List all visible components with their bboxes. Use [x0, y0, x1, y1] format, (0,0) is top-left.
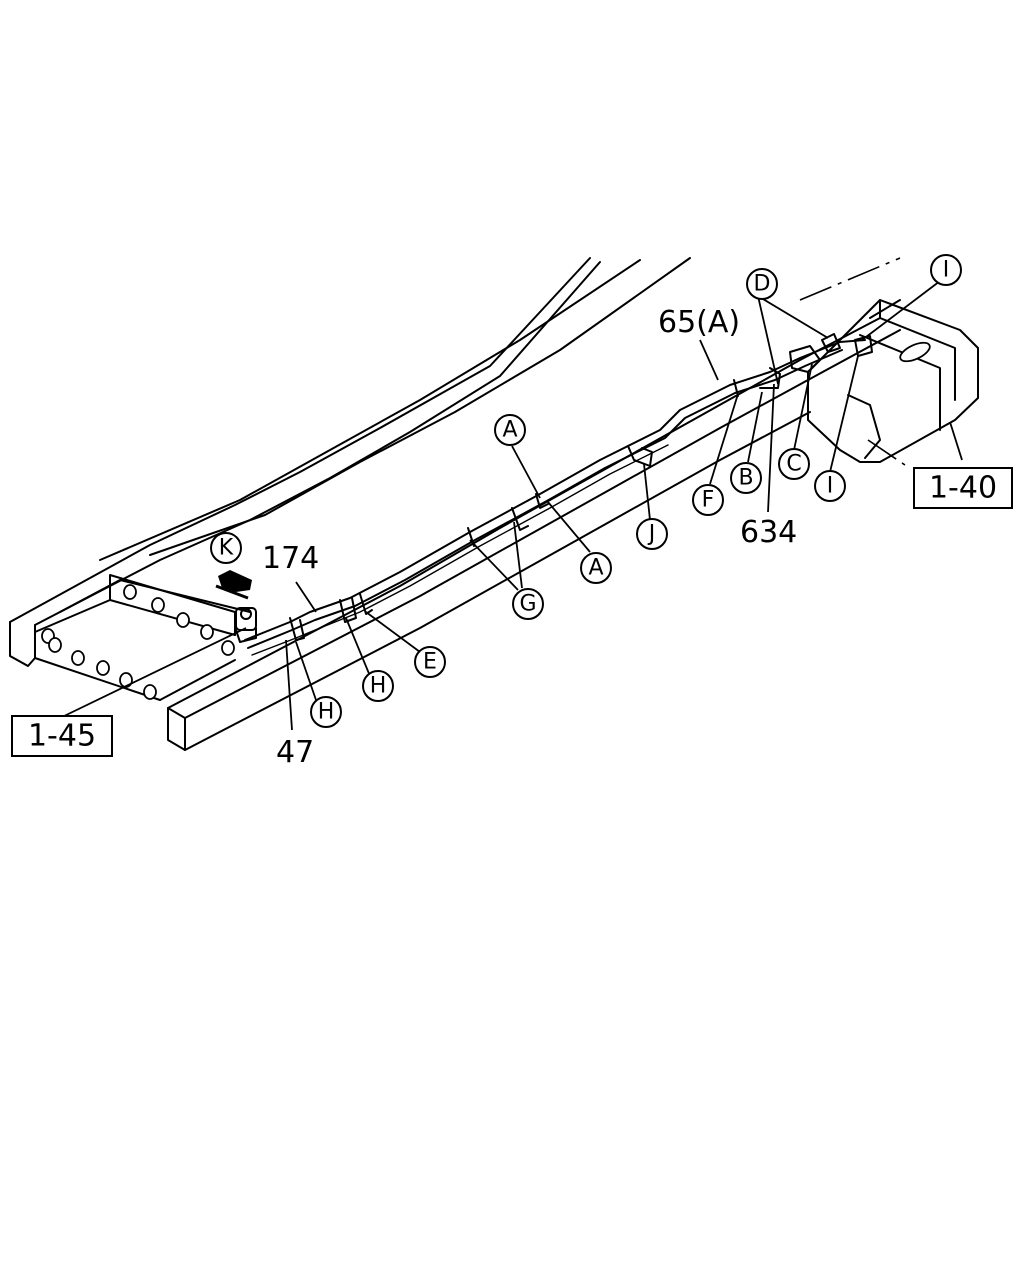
callout-h-left-label: H: [318, 700, 335, 725]
callout-g: G: [512, 588, 544, 620]
reference-1-40-label: 1-40: [929, 471, 997, 506]
part-number-174: 174: [262, 541, 319, 576]
callout-d-label: D: [754, 272, 771, 297]
callout-i-top: I: [930, 254, 962, 286]
part-number-47: 47: [276, 735, 314, 770]
callout-a-top: A: [494, 414, 526, 446]
callout-c: C: [778, 448, 810, 480]
callout-a-bottom-label: A: [588, 556, 603, 581]
callout-h-left: H: [310, 696, 342, 728]
callout-j-label: J: [647, 522, 656, 547]
reference-box-1-40: 1-40: [913, 467, 1013, 509]
callout-h-mid: H: [362, 670, 394, 702]
callout-d: D: [746, 268, 778, 300]
callout-i-top-label: I: [943, 258, 950, 283]
part-number-65a: 65(A): [658, 305, 740, 340]
callout-j: J: [636, 518, 668, 550]
callout-e: E: [414, 646, 446, 678]
callout-a-bottom: A: [580, 552, 612, 584]
part-number-634: 634: [740, 515, 797, 550]
callout-a-top-label: A: [502, 418, 517, 443]
callout-h-mid-label: H: [370, 674, 387, 699]
callout-i-bottom-label: I: [827, 474, 834, 499]
arrow-k: [215, 570, 252, 600]
chassis-frame: [9, 257, 906, 751]
callout-b: B: [730, 462, 762, 494]
callout-f: F: [692, 484, 724, 516]
callout-b-label: B: [738, 466, 753, 491]
callout-i-bottom: I: [814, 470, 846, 502]
callout-c-label: C: [786, 452, 801, 477]
leader-lines: [59, 277, 963, 731]
reference-box-1-45: 1-45: [11, 715, 113, 757]
callout-g-label: G: [519, 592, 536, 617]
callout-f-label: F: [702, 488, 715, 513]
callout-k-label: K: [219, 536, 234, 561]
canister: [807, 299, 979, 463]
reference-1-45-label: 1-45: [28, 719, 96, 754]
pipe-clips: [235, 333, 873, 643]
callout-e-label: E: [423, 650, 437, 675]
callout-k: K: [210, 532, 242, 564]
